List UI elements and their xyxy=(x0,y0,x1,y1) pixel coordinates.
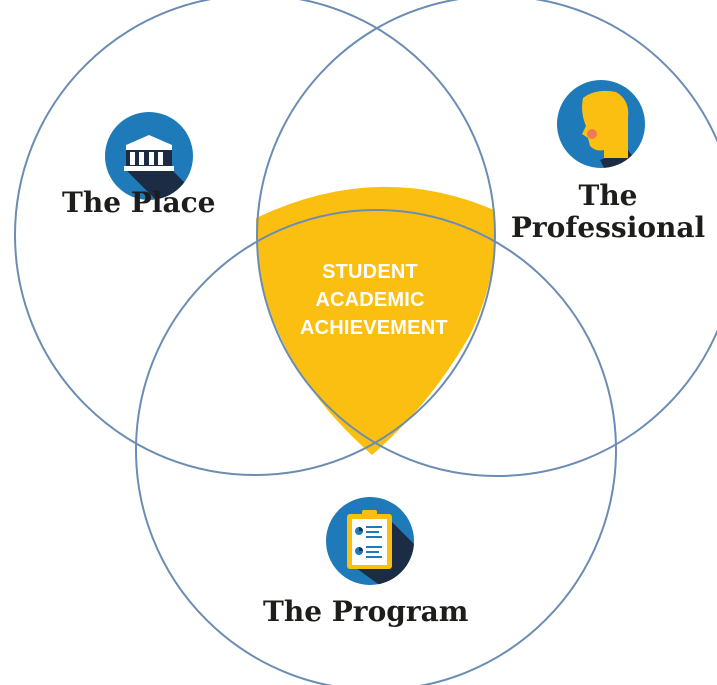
circle-the-professional xyxy=(256,0,717,477)
label-the-professional: The Professional xyxy=(510,180,706,244)
intersection-line-2: ACADEMIC xyxy=(315,289,425,311)
label-the-professional-line-1: The xyxy=(578,179,638,212)
person-head-icon xyxy=(557,80,645,168)
label-the-professional-line-2: Professional xyxy=(510,211,706,244)
circle-the-program xyxy=(135,209,617,685)
circle-the-place xyxy=(14,0,496,476)
intersection-line-1: STUDENT xyxy=(322,261,418,283)
intersection-label: STUDENT ACADEMIC ACHIEVEMENT xyxy=(300,258,448,342)
label-the-place: The Place xyxy=(62,186,216,219)
label-the-program: The Program xyxy=(263,595,469,628)
clipboard-chart-icon xyxy=(326,497,414,585)
intersection-line-3: ACHIEVEMENT xyxy=(300,317,448,339)
intersection-region xyxy=(255,186,495,455)
